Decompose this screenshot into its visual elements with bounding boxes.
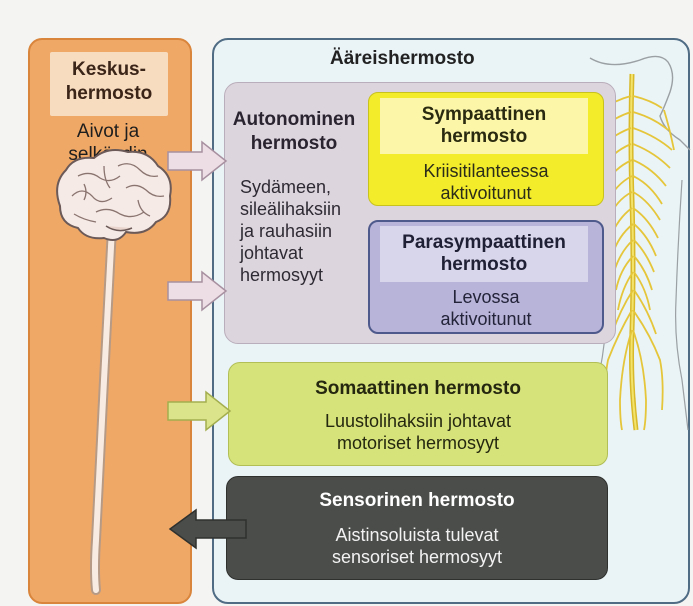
arrow-right-icon <box>168 142 226 180</box>
arrow-right-icon <box>168 392 230 430</box>
arrow-right-icon <box>168 272 226 310</box>
brain-icon <box>57 150 171 240</box>
arrow-left-icon <box>170 510 246 548</box>
